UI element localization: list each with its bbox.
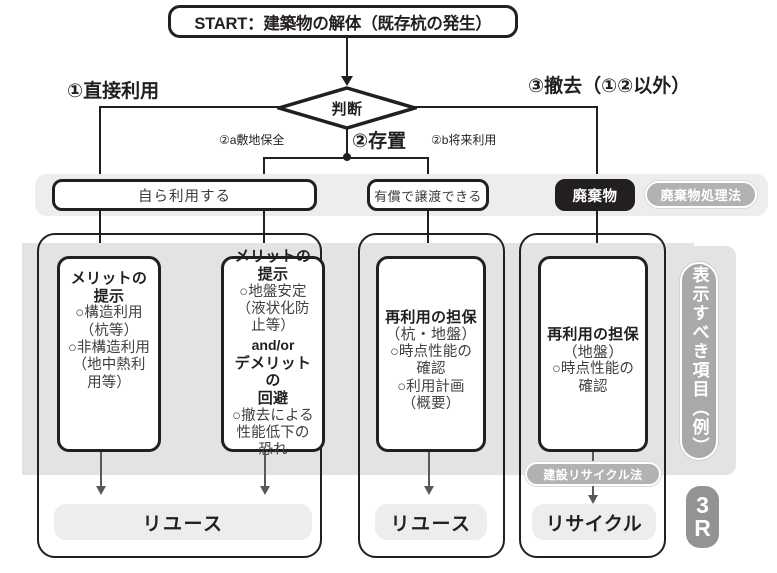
card2-title4: 回避 xyxy=(257,389,289,407)
state-box-self-use: 自ら利用する xyxy=(52,179,317,211)
card3-title2: （杭・地盤） xyxy=(385,326,477,344)
law-pill-waste-law-label: 廃棄物処理法 xyxy=(660,188,742,203)
connector-waste-to-card4 xyxy=(596,211,598,251)
branch-label-sub-b: ②b将来利用 xyxy=(431,133,497,147)
connector-decision-center-vertical xyxy=(346,128,348,158)
connector-law-pill-to-recycle xyxy=(592,486,594,498)
card2-line-3: 止等） xyxy=(251,318,295,335)
card2-title3: デメリットの xyxy=(234,354,312,390)
card1-line-4: （地中熱利 xyxy=(72,357,146,374)
connector-card4-to-law-pill xyxy=(592,452,594,464)
outcome-label-recycle-right: リサイクル xyxy=(545,513,643,535)
card3-line-1: ○時点性能の xyxy=(390,343,472,360)
decision-diamond: 判断 xyxy=(272,86,422,130)
card3-title: 再利用の担保 xyxy=(385,308,477,326)
connector-center-split-right xyxy=(427,157,429,182)
connector-self-use-to-card2 xyxy=(263,211,265,251)
arrowhead-start-to-decision xyxy=(341,76,353,86)
connector-card2-to-reuse xyxy=(264,452,266,489)
outcome-recycle-right: リサイクル xyxy=(532,504,656,540)
branch-label-direct-use: ①直接利用 xyxy=(67,81,160,102)
branch-label-removal: ③撤去（①②以外） xyxy=(528,76,691,97)
card1-title: メリットの xyxy=(70,269,148,287)
card-reuse-assurance-ground: 再利用の担保 （地盤） ○時点性能の 確認 xyxy=(538,256,648,452)
card1-line-5: 用等） xyxy=(87,374,131,391)
card4-line-2: 確認 xyxy=(578,378,608,395)
outcome-label-reuse-left: リユース xyxy=(142,513,224,535)
connector-card3-to-reuse xyxy=(428,452,430,489)
arrowhead-card2-to-reuse xyxy=(260,486,270,495)
branch-label-sub-a: ②a敷地保全 xyxy=(219,133,285,147)
card-reuse-assurance-pile-ground: 再利用の担保 （杭・地盤） ○時点性能の 確認 ○利用計画 （概要） xyxy=(376,256,486,452)
card1-line-1: ○構造利用 xyxy=(75,305,143,322)
connector-decision-right-vertical xyxy=(596,106,598,182)
connector-self-use-to-card1 xyxy=(99,211,101,251)
outcome-label-reuse-middle: リユース xyxy=(390,513,472,535)
card4-title: 再利用の担保 xyxy=(547,325,639,343)
side-label-display-items-text: 表示すべき項目（例） xyxy=(689,266,709,456)
law-pill-construction-recycle-law: 建設リサイクル法 xyxy=(525,462,661,486)
arrowhead-law-pill-to-recycle xyxy=(588,495,598,504)
connector-card1-to-reuse xyxy=(100,452,102,489)
card3-line-2: 確認 xyxy=(416,361,446,378)
side-label-display-items: 表示すべき項目（例） xyxy=(680,262,718,460)
card2-line-2: （液状化防 xyxy=(236,300,310,317)
card2-line2-3: 恐れ xyxy=(258,442,288,459)
branch-label-leave-in-place: ②存置 xyxy=(352,131,407,152)
card1-title2: 提示 xyxy=(93,287,125,305)
card2-title2: 提示 xyxy=(257,265,289,283)
card2-line2-1: ○撤去による xyxy=(232,407,314,424)
outcome-reuse-middle: リユース xyxy=(375,504,487,540)
connector-paid-transfer-to-card3 xyxy=(427,211,429,251)
decision-label: 判断 xyxy=(331,100,363,118)
state-box-waste: 廃棄物 xyxy=(555,179,635,211)
card3-line-4: （概要） xyxy=(401,396,461,413)
badge-3r-bottom: R xyxy=(694,515,711,541)
connector-decision-right-horizontal xyxy=(414,106,598,108)
card3-line-3: ○利用計画 xyxy=(397,378,465,395)
state-label-paid-transfer: 有償で譲渡できる xyxy=(374,188,482,204)
card2-title: メリットの xyxy=(234,248,312,266)
state-label-waste: 廃棄物 xyxy=(572,188,618,205)
arrowhead-card3-to-reuse xyxy=(424,486,434,495)
group-frame-removal xyxy=(519,233,666,558)
law-pill-waste-law: 廃棄物処理法 xyxy=(645,181,757,208)
connector-center-split-left xyxy=(263,157,265,182)
start-terminator: START：建築物の解体（既存杭の発生） xyxy=(168,5,518,38)
connector-decision-left-vertical xyxy=(99,106,101,182)
card4-title2: （地盤） xyxy=(562,343,624,361)
start-label: START：建築物の解体（既存杭の発生） xyxy=(194,14,492,33)
state-box-paid-transfer: 有償で譲渡できる xyxy=(367,179,489,211)
card4-line-1: ○時点性能の xyxy=(552,361,634,378)
card2-line-1: ○地盤安定 xyxy=(239,283,307,300)
card-merit-ground: メリットの 提示 ○地盤安定 （液状化防 止等） and/or デメリットの 回… xyxy=(221,248,325,458)
group-frame-leave-in-place xyxy=(358,233,505,558)
state-label-self-use: 自ら利用する xyxy=(138,188,231,205)
connector-start-to-decision xyxy=(346,38,348,78)
law-pill-construction-recycle-law-label: 建設リサイクル法 xyxy=(543,467,643,482)
outcome-reuse-left: リユース xyxy=(54,504,312,540)
card2-andor: and/or xyxy=(251,336,295,353)
connector-center-split-horizontal xyxy=(263,157,429,159)
arrowhead-card1-to-reuse xyxy=(96,486,106,495)
card2-line2-2: 性能低下の xyxy=(236,425,310,442)
badge-3r-top: 3 xyxy=(696,491,709,518)
card1-line-3: ○非構造利用 xyxy=(68,339,150,356)
card-merit-structural: メリットの 提示 ○構造利用 （杭等） ○非構造利用 （地中熱利 用等） xyxy=(57,256,161,452)
badge-3r: 3 R xyxy=(686,486,719,548)
connector-decision-left-horizontal xyxy=(99,106,281,108)
card1-line-2: （杭等） xyxy=(79,322,139,339)
